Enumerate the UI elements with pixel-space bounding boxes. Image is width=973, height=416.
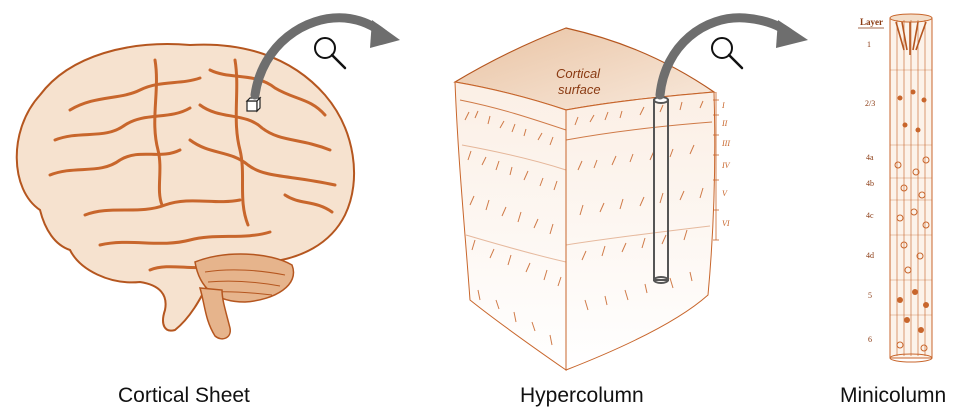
hyper-layer-tick: V bbox=[722, 189, 728, 198]
minicolumn-layer-label: 4b bbox=[866, 179, 874, 188]
layer-header: Layer bbox=[860, 17, 883, 27]
hypercolumn-block: I II III IV V VI Cortical surface bbox=[455, 28, 731, 370]
caption-cortical-sheet: Cortical Sheet bbox=[118, 384, 250, 408]
caption-hypercolumn: Hypercolumn bbox=[520, 384, 644, 408]
minicolumn-layer-label: 1 bbox=[867, 40, 871, 49]
hyper-layer-tick: II bbox=[721, 119, 728, 128]
hyper-layer-tick: I bbox=[721, 101, 725, 110]
minicolumn-layer-label: 5 bbox=[868, 291, 872, 300]
hyper-layer-tick: VI bbox=[722, 219, 730, 228]
hyper-layer-tick: III bbox=[721, 139, 730, 148]
magnifier-icon bbox=[712, 38, 742, 68]
cube-icon bbox=[247, 98, 260, 111]
cortical-surface-label-line1: Cortical bbox=[556, 66, 601, 81]
minicolumn-layer-label: 6 bbox=[868, 335, 872, 344]
magnifier-icon bbox=[315, 38, 345, 68]
minicolumn-layer-label: 4c bbox=[866, 211, 874, 220]
minicolumn-layer-label: 4a bbox=[866, 153, 874, 162]
brain-illustration bbox=[17, 44, 354, 339]
minicolumn-layer-label: 2/3 bbox=[865, 99, 875, 108]
minicolumn-layer-label: 4d bbox=[866, 251, 874, 260]
caption-minicolumn: Minicolumn bbox=[840, 384, 946, 408]
minicolumn-illustration: Layer bbox=[858, 14, 932, 362]
cortical-surface-label-line2: surface bbox=[558, 82, 601, 97]
hyper-layer-tick: IV bbox=[721, 161, 731, 170]
